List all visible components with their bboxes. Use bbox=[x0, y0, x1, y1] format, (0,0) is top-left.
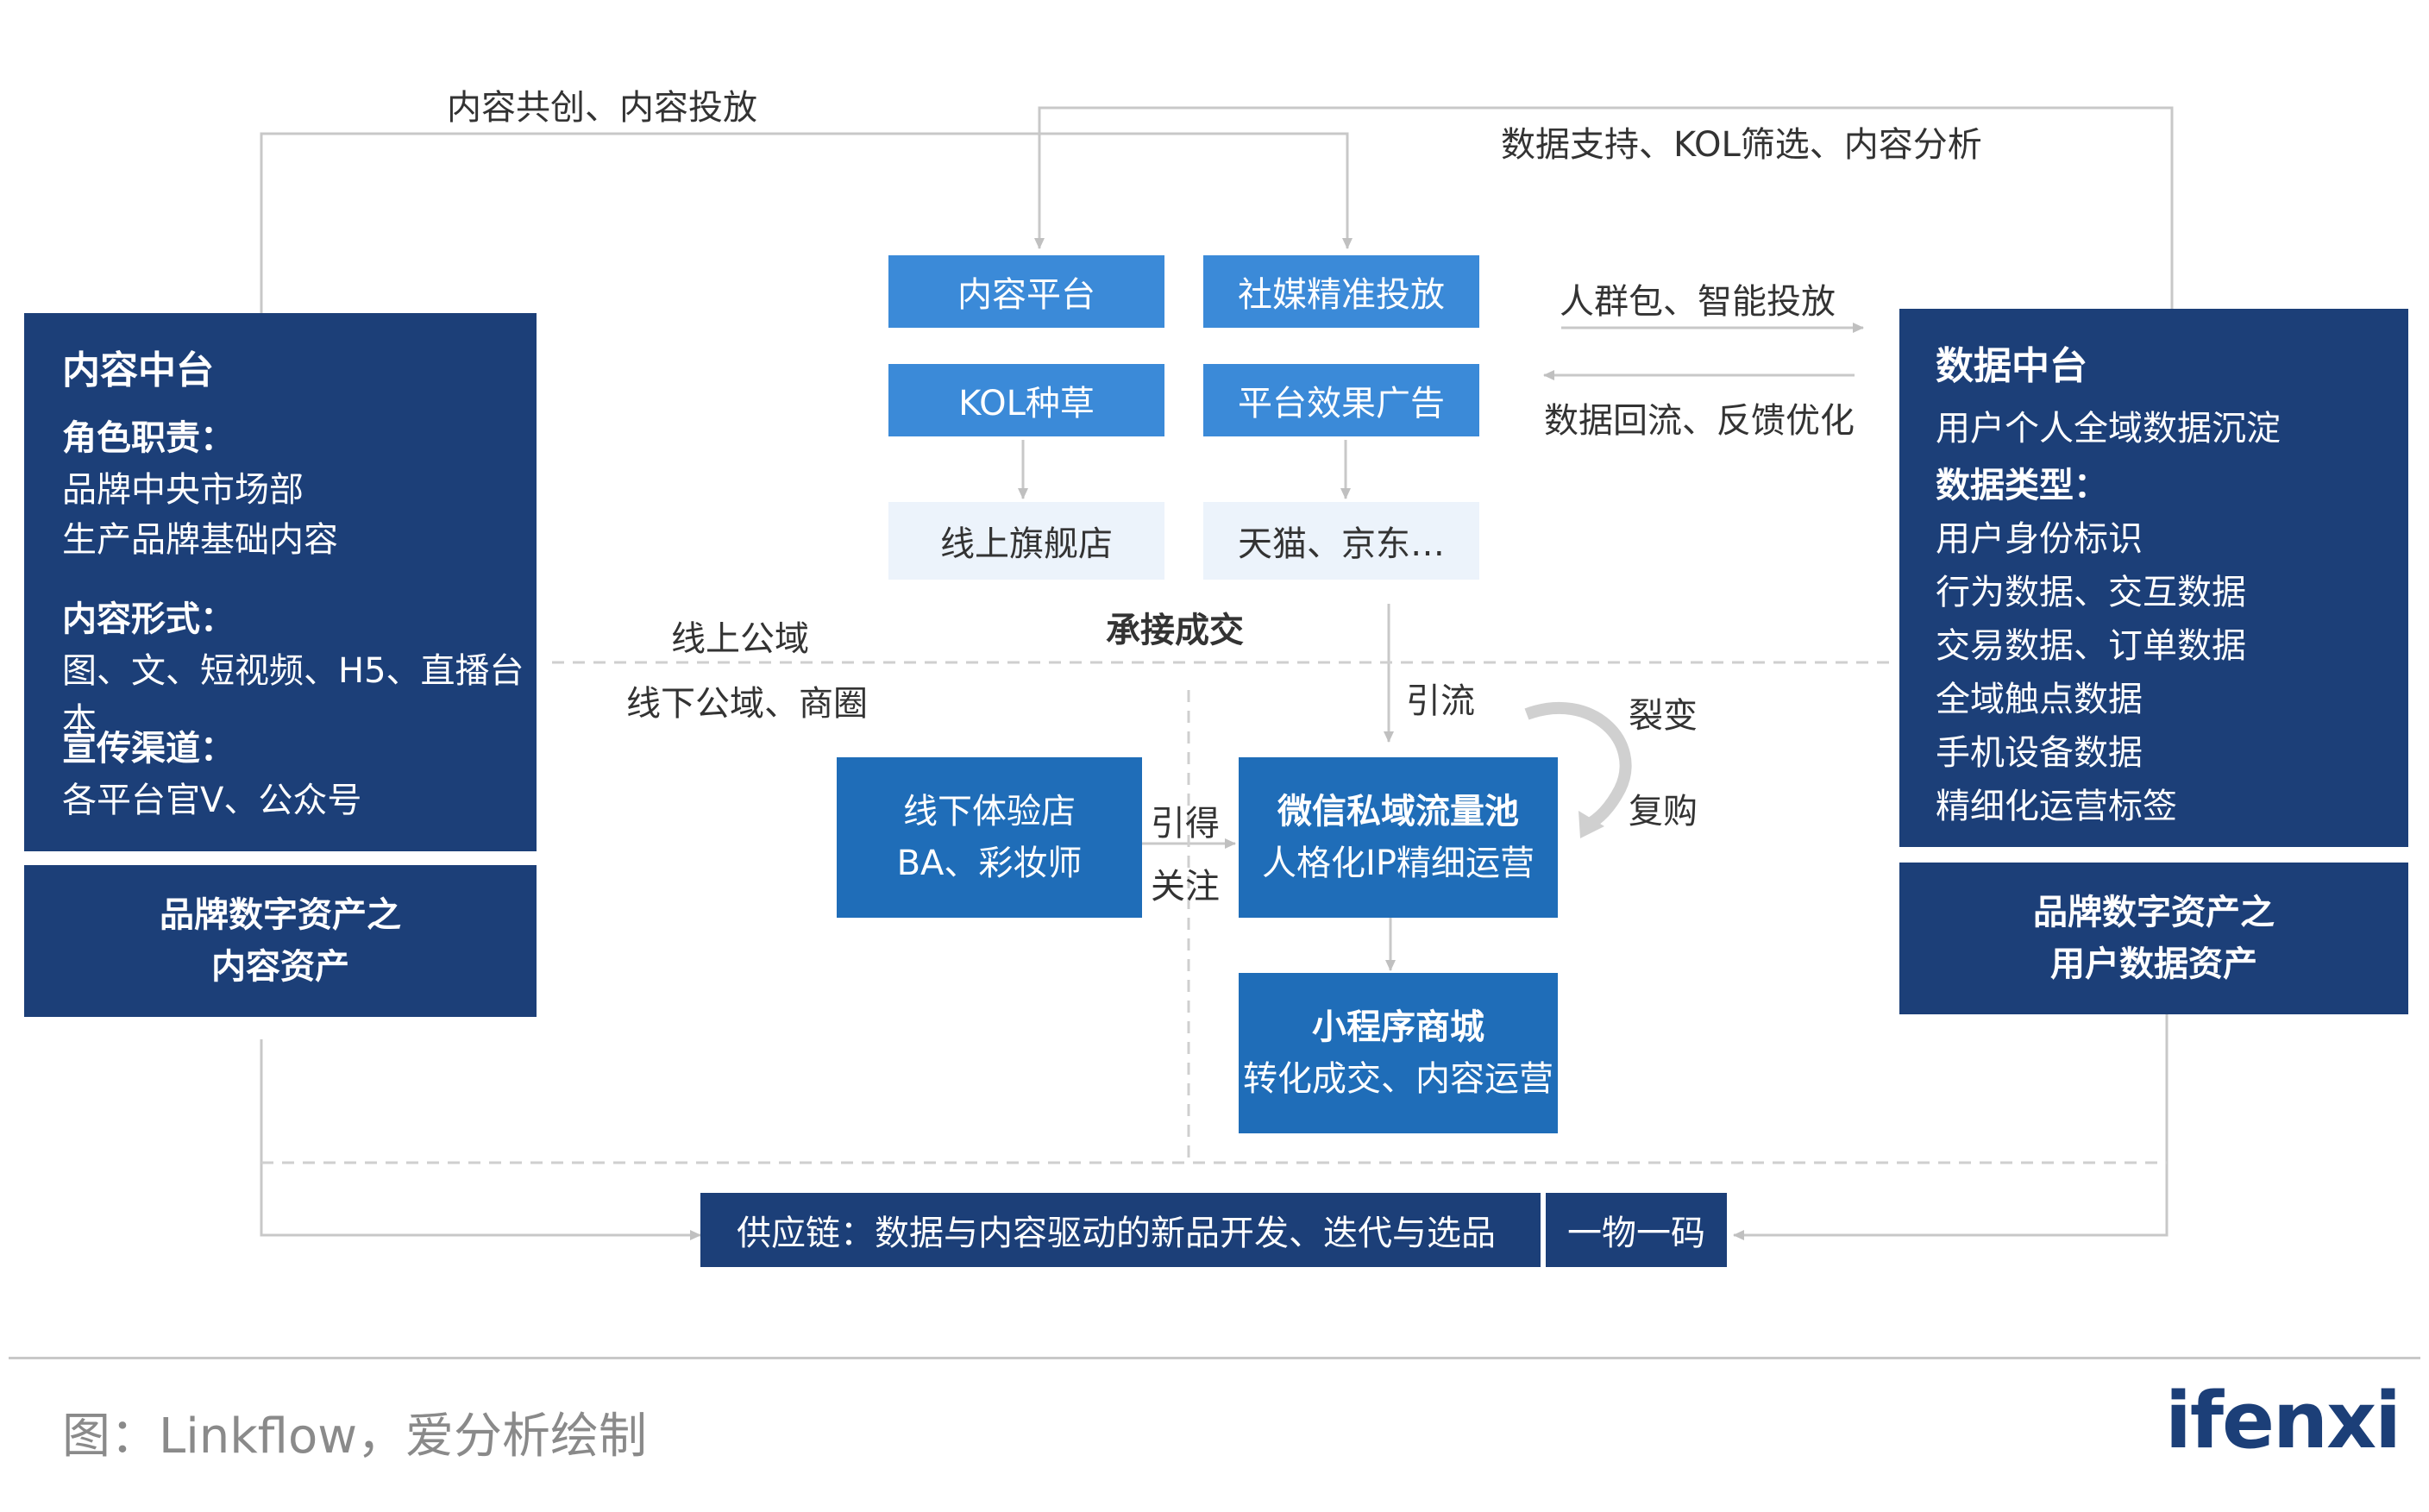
store-line: BA、彩妆师 bbox=[896, 844, 1083, 883]
data-type-item: 全域触点数据 bbox=[1936, 680, 2143, 719]
supply-chain-box: 供应链：数据与内容驱动的新品开发、迭代与选品 bbox=[700, 1193, 1541, 1267]
data-feedback-label: 数据回流、反馈优化 bbox=[1544, 401, 1855, 441]
role-item: 品牌中央市场部 bbox=[62, 470, 304, 510]
mini-title: 小程序商城 bbox=[1312, 1007, 1484, 1047]
user-asset-line: 品牌数字资产之 bbox=[2033, 893, 2275, 932]
data-support-label: 数据支持、KOL筛选、内容分析 bbox=[1501, 125, 1982, 165]
repurchase-label: 复购 bbox=[1629, 792, 1698, 831]
source-caption: 图：Linkflow，爱分析绘制 bbox=[62, 1408, 648, 1465]
mini-sub: 转化成交、内容运营 bbox=[1243, 1059, 1553, 1099]
offline-store-box: 线下体验店 BA、彩妆师 bbox=[837, 757, 1142, 918]
guide-label: 关注 bbox=[1151, 867, 1220, 907]
online-zone-label: 线上公域 bbox=[671, 619, 809, 659]
channel-text: 各平台官V、公众号 bbox=[62, 781, 362, 820]
wechat-sub: 人格化IP精细运营 bbox=[1262, 844, 1535, 883]
wechat-pool-box: 微信私域流量池 人格化IP精细运营 bbox=[1239, 757, 1558, 918]
role-label: 角色职责： bbox=[62, 418, 235, 458]
traffic-label: 引流 bbox=[1406, 681, 1475, 721]
data-hub-panel: 数据中台 用户个人全域数据沉淀 数据类型： 用户身份标识 行为数据、交互数据 交… bbox=[1899, 309, 2408, 847]
user-asset-box: 品牌数字资产之 用户数据资产 bbox=[1899, 863, 2408, 1014]
data-hub-title: 数据中台 bbox=[1936, 344, 2087, 388]
form-text: 图、文、短视频、H5、直播台本 bbox=[62, 651, 524, 741]
flagship-box: 线上旗舰店 bbox=[888, 502, 1164, 580]
content-cocreate-label: 内容共创、内容投放 bbox=[447, 88, 757, 128]
wechat-title: 微信私域流量池 bbox=[1277, 792, 1519, 831]
footer-divider bbox=[9, 1357, 2420, 1359]
content-asset-line: 品牌数字资产之 bbox=[160, 895, 401, 935]
fission-label: 裂变 bbox=[1629, 696, 1698, 736]
data-type-item: 用户身份标识 bbox=[1936, 519, 2143, 559]
content-asset-box: 品牌数字资产之 内容资产 bbox=[24, 865, 537, 1017]
form-label: 内容形式： bbox=[62, 599, 235, 639]
role-item: 生产品牌基础内容 bbox=[62, 520, 338, 560]
kol-box: KOL种草 bbox=[888, 364, 1164, 436]
ifenxi-logo: ifenxi bbox=[2165, 1376, 2401, 1466]
content-platform-box: 内容平台 bbox=[888, 255, 1164, 328]
audience-label: 人群包、智能投放 bbox=[1560, 282, 1836, 322]
data-type-label: 数据类型： bbox=[1936, 466, 2108, 505]
mini-program-box: 小程序商城 转化成交、内容运营 bbox=[1239, 973, 1558, 1133]
content-asset-line: 内容资产 bbox=[211, 947, 349, 987]
guide-label: 引得 bbox=[1151, 804, 1220, 844]
data-type-item: 精细化运营标签 bbox=[1936, 787, 2177, 826]
user-asset-line: 用户数据资产 bbox=[2050, 944, 2257, 984]
data-hub-subtitle: 用户个人全域数据沉淀 bbox=[1936, 409, 2281, 449]
data-type-item: 行为数据、交互数据 bbox=[1936, 573, 2246, 612]
data-type-item: 交易数据、订单数据 bbox=[1936, 626, 2246, 666]
data-type-item: 手机设备数据 bbox=[1936, 733, 2143, 773]
tmall-box: 天猫、京东… bbox=[1203, 502, 1479, 580]
one-item-one-code-box: 一物一码 bbox=[1546, 1193, 1727, 1267]
content-hub-panel: 内容中台 角色职责： 品牌中央市场部 生产品牌基础内容 内容形式： 图、文、短视… bbox=[24, 313, 537, 851]
platform-ads-box: 平台效果广告 bbox=[1203, 364, 1479, 436]
content-hub-title: 内容中台 bbox=[62, 348, 214, 392]
offline-zone-label: 线下公域、商圈 bbox=[626, 684, 868, 724]
channel-label: 宣传渠道： bbox=[62, 729, 235, 769]
deal-label: 承接成交 bbox=[1106, 611, 1244, 650]
store-line: 线下体验店 bbox=[903, 792, 1076, 831]
social-ads-box: 社媒精准投放 bbox=[1203, 255, 1479, 328]
